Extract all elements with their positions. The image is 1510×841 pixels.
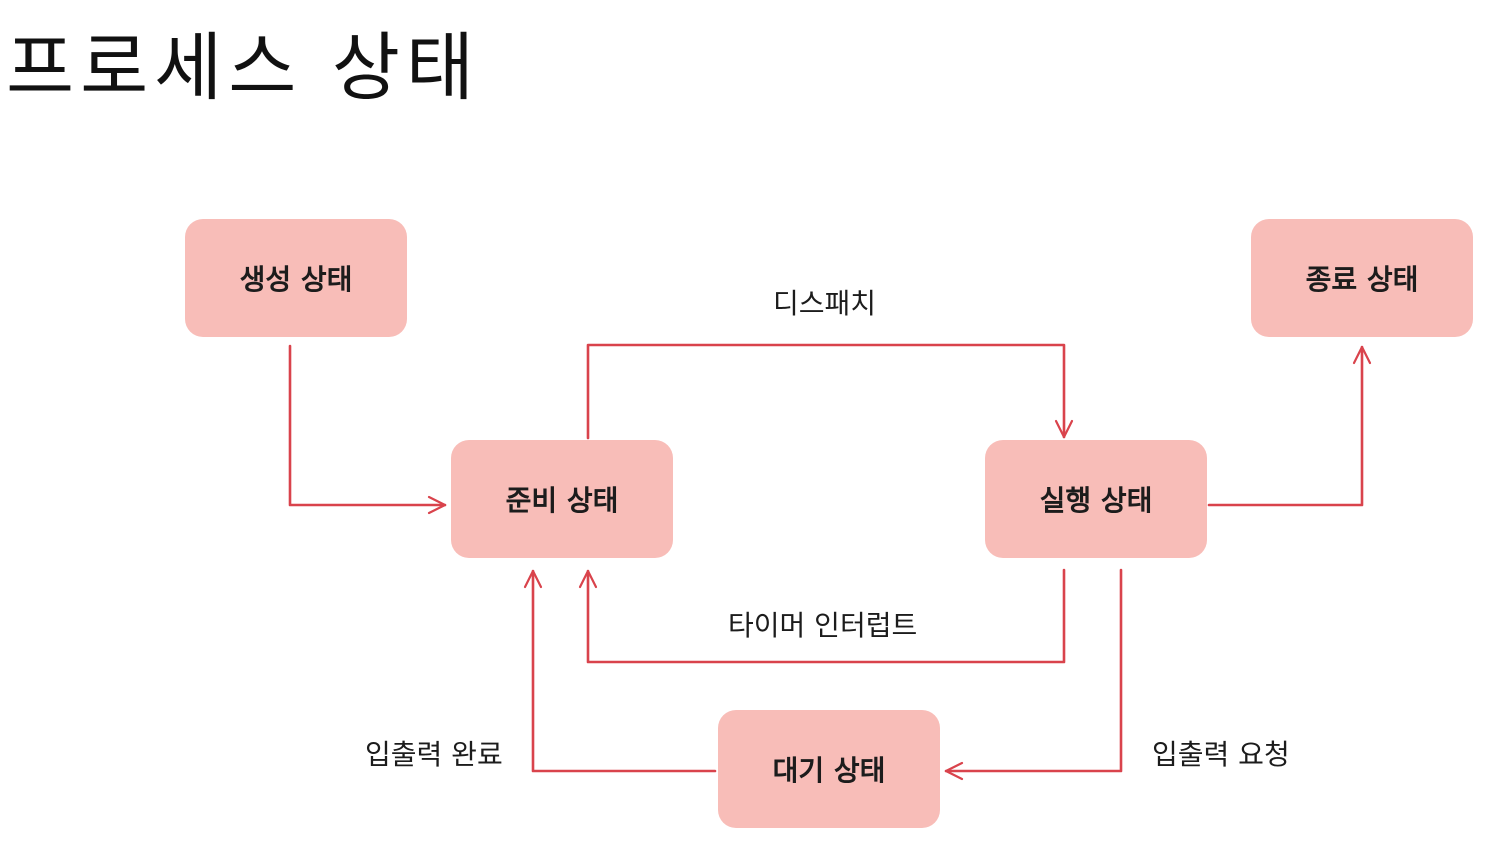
label-io-complete: 입출력 완료 xyxy=(365,738,503,771)
node-exit-state: 종료 상태 xyxy=(1251,219,1473,337)
node-running-state: 실행 상태 xyxy=(985,440,1207,558)
page-title: 프로세스 상태 xyxy=(6,25,481,111)
edge-create-to-ready xyxy=(288,344,447,515)
label-timer-interrupt: 타이머 인터럽트 xyxy=(728,609,918,642)
edge-timer-interrupt xyxy=(578,568,1066,664)
edge-dispatch xyxy=(586,343,1074,440)
node-create-state: 생성 상태 xyxy=(185,219,407,337)
label-io-request: 입출력 요청 xyxy=(1152,738,1290,771)
node-ready-state: 준비 상태 xyxy=(451,440,673,558)
label-dispatch: 디스패치 xyxy=(773,287,877,320)
edge-running-to-exit xyxy=(1207,345,1372,507)
edge-io-request xyxy=(944,568,1123,781)
node-waiting-state: 대기 상태 xyxy=(718,710,940,828)
edge-io-complete xyxy=(523,569,717,773)
